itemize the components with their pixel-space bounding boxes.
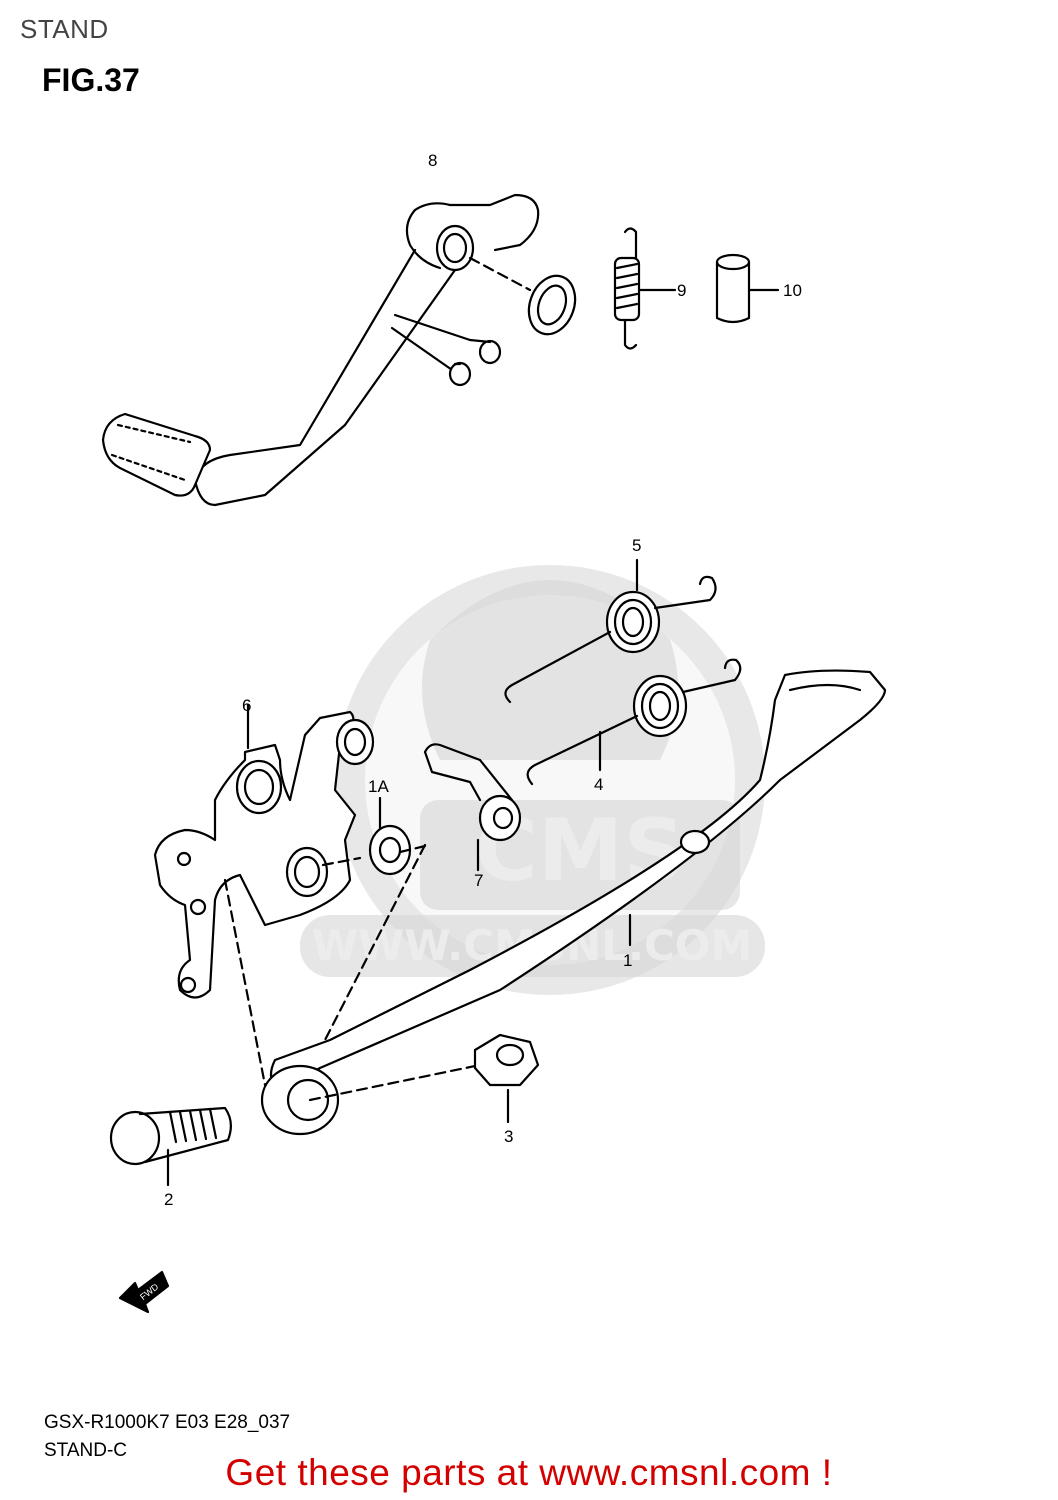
pivot-bolt	[109, 1106, 232, 1187]
callout-7: 7	[474, 871, 483, 890]
nut	[473, 1033, 540, 1124]
callout-2: 2	[164, 1190, 173, 1209]
callout-10: 10	[783, 281, 802, 300]
stand-bracket	[153, 703, 375, 999]
section-title: STAND	[20, 14, 109, 44]
callout-3: 3	[504, 1127, 513, 1146]
return-spring	[613, 227, 677, 350]
callout-5: 5	[632, 536, 641, 555]
side-stand	[223, 669, 887, 1136]
callouts: 8 9 10 5 4 6 1A 7 1 3 2	[164, 151, 802, 1209]
callout-8: 8	[428, 151, 437, 170]
callout-9: 9	[677, 281, 686, 300]
callout-6: 6	[242, 696, 251, 715]
washer	[527, 274, 577, 336]
callout-1: 1	[623, 951, 632, 970]
forward-arrow-icon	[118, 1270, 170, 1314]
figure-number: FIG.37	[42, 62, 140, 98]
callout-1a: 1A	[368, 777, 389, 796]
parts-link[interactable]: Get these parts at www.cmsnl.com !	[225, 1452, 833, 1493]
stand-spring-outer	[504, 558, 717, 704]
bolt-7	[423, 743, 522, 872]
stand-spring-inner	[526, 658, 742, 786]
diagram-id: STAND-C	[44, 1440, 128, 1461]
collar	[321, 796, 427, 876]
callout-4: 4	[594, 775, 603, 794]
bush	[715, 253, 780, 324]
brake-pedal	[101, 193, 540, 507]
model-code: GSX-R1000K7 E03 E28_037	[44, 1412, 291, 1433]
